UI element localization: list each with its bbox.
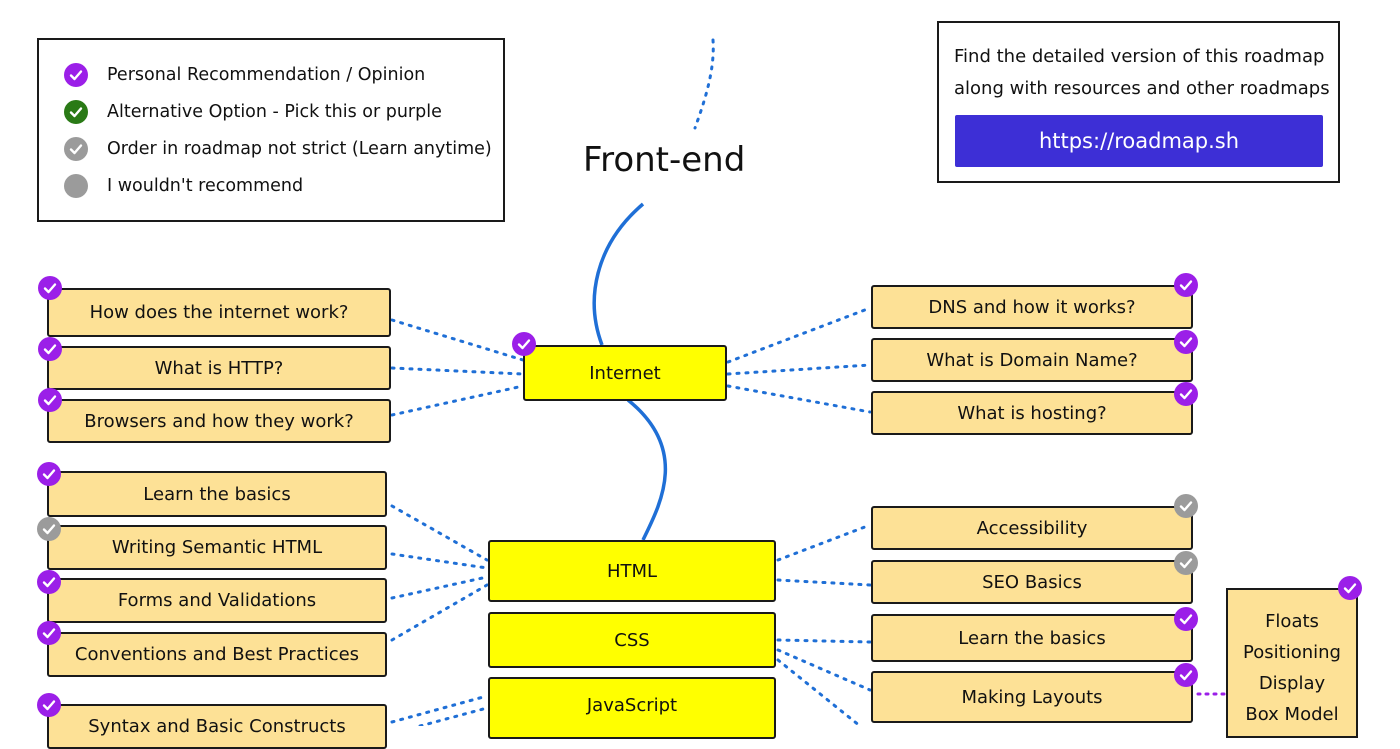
purple-check-icon [1174,607,1198,631]
purple-check-icon [1174,273,1198,297]
topic-how-internet-works[interactable]: How does the internet work? [47,288,391,337]
topic-conventions[interactable]: Conventions and Best Practices [47,632,387,677]
purple-check-icon [37,621,61,645]
node-javascript[interactable]: JavaScript [488,677,776,739]
purple-check-icon [38,276,62,300]
purple-check-icon [1174,663,1198,687]
layout-topic-box-model: Box Model [1245,704,1339,725]
promo-line-1: Find the detailed version of this roadma… [954,46,1325,67]
topic-semantic-html[interactable]: Writing Semantic HTML [47,525,387,570]
topic-what-is-http[interactable]: What is HTTP? [47,346,391,390]
topic-syntax-basic-constructs[interactable]: Syntax and Basic Constructs [47,704,387,749]
legend-label: Order in roadmap not strict (Learn anyti… [107,139,492,159]
promo-line-2: along with resources and other roadmaps [954,78,1330,99]
purple-check-icon [37,693,61,717]
page-title: Front-end [583,140,746,180]
topic-domain-name[interactable]: What is Domain Name? [871,338,1193,382]
purple-check-icon [1174,330,1198,354]
purple-check-icon [38,337,62,361]
topic-hosting[interactable]: What is hosting? [871,391,1193,435]
purple-check-icon [1174,382,1198,406]
topic-css-basics[interactable]: Learn the basics [871,614,1193,662]
node-internet[interactable]: Internet [523,345,727,401]
layout-topics-box[interactable]: Floats Positioning Display Box Model [1226,588,1358,738]
layout-topic-positioning: Positioning [1243,642,1341,663]
topic-html-basics[interactable]: Learn the basics [47,471,387,517]
promo-box: Find the detailed version of this roadma… [937,21,1340,183]
legend-item-order: Order in roadmap not strict (Learn anyti… [39,137,492,161]
gray-dot-icon [64,174,88,198]
legend-label: Personal Recommendation / Opinion [107,65,426,85]
purple-check-icon [37,462,61,486]
gray-check-icon [1174,551,1198,575]
topic-accessibility[interactable]: Accessibility [871,506,1193,550]
node-css[interactable]: CSS [488,612,776,668]
legend-item-alternative: Alternative Option - Pick this or purple [39,100,442,124]
purple-check-icon [38,388,62,412]
green-check-icon [64,100,88,124]
layout-topic-floats: Floats [1265,611,1319,632]
topic-seo-basics[interactable]: SEO Basics [871,560,1193,604]
purple-check-icon [512,332,536,356]
node-html[interactable]: HTML [488,540,776,602]
legend-item-not-recommended: I wouldn't recommend [39,174,303,198]
main-path-html [626,398,668,541]
topic-making-layouts[interactable]: Making Layouts [871,671,1193,723]
legend-item-recommendation: Personal Recommendation / Opinion [39,63,425,87]
main-path-top [693,38,715,130]
purple-check-icon [37,570,61,594]
purple-check-icon [64,63,88,87]
gray-check-icon [37,517,61,541]
gray-check-icon [64,137,88,161]
topic-browsers[interactable]: Browsers and how they work? [47,399,391,443]
legend-box: Personal Recommendation / Opinion Altern… [37,38,505,222]
legend-label: I wouldn't recommend [107,176,304,196]
layout-topic-display: Display [1258,673,1326,694]
topic-dns[interactable]: DNS and how it works? [871,285,1193,329]
purple-check-icon [1338,576,1362,600]
gray-check-icon [1174,494,1198,518]
topic-forms-validations[interactable]: Forms and Validations [47,578,387,623]
promo-text: Find the detailed version of this roadma… [954,41,1330,105]
legend-label: Alternative Option - Pick this or purple [107,102,442,122]
roadmap-link-button[interactable]: https://roadmap.sh [955,115,1323,167]
main-path-internet [592,202,645,346]
